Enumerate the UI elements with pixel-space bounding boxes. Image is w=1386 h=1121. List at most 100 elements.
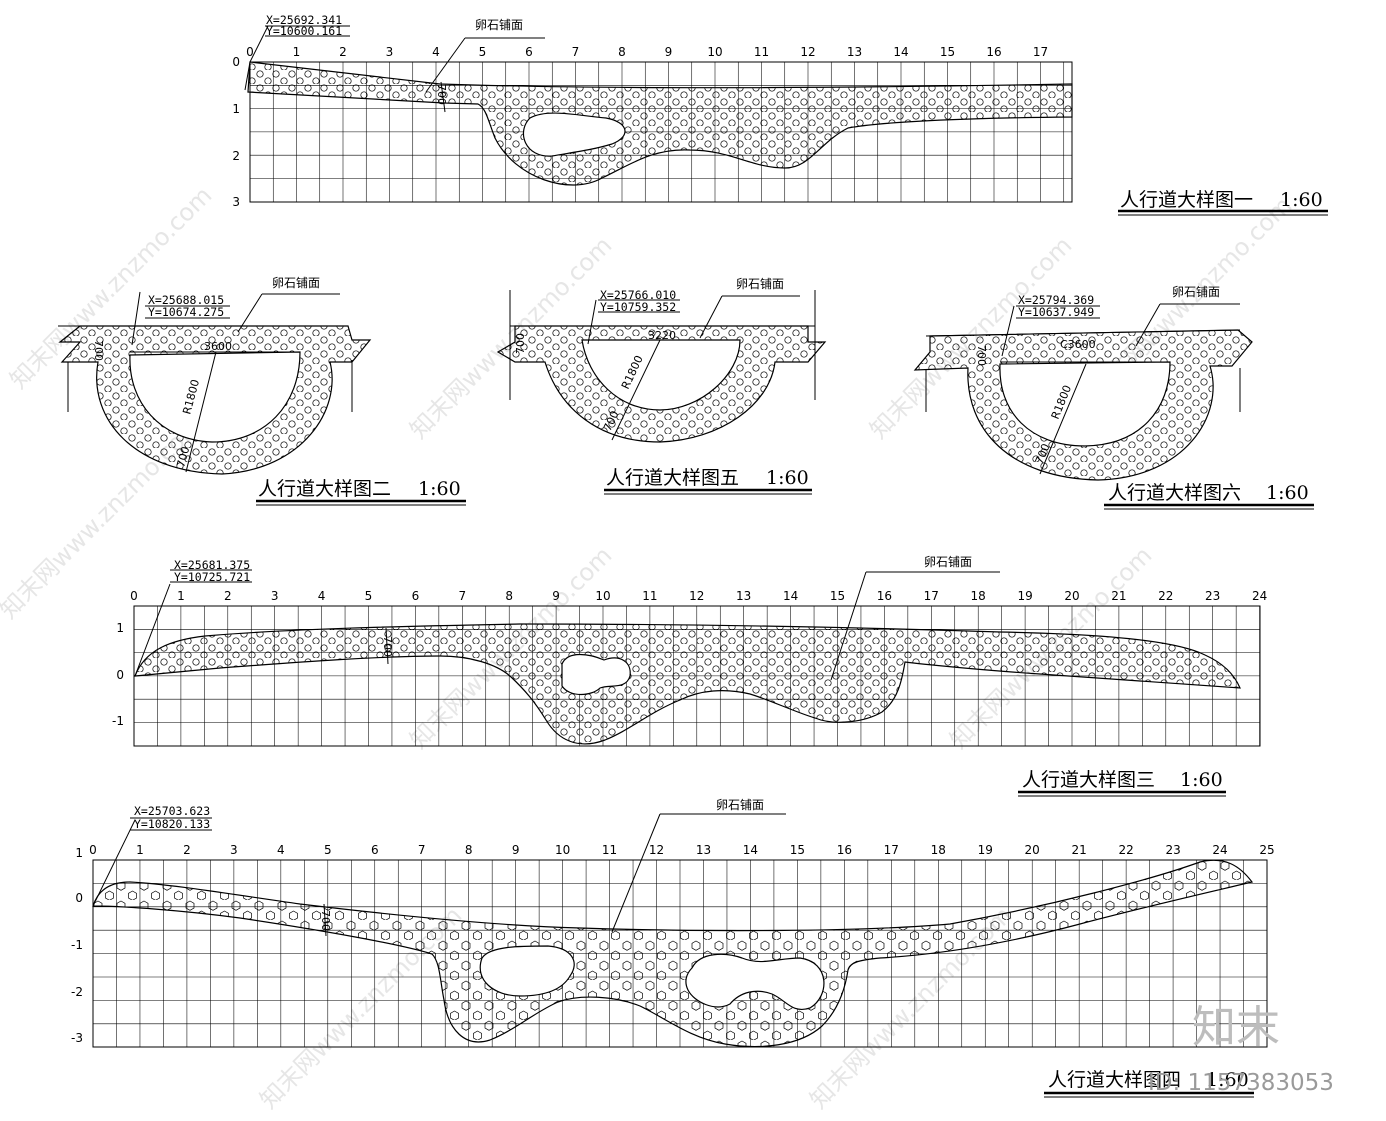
x-tick-label: 8 [465,843,473,857]
dim-top-thick: 700 [514,333,527,354]
y-tick-label: 1 [232,102,240,116]
material-label: 卵石铺面 [716,798,764,812]
dim-thickness: 700 [435,84,448,105]
drawing-scale: 1:60 [1266,482,1309,504]
inner-void-5 [581,339,741,411]
material-leader [1135,303,1161,347]
y-tick-label: -1 [71,938,83,952]
x-tick-label: 15 [940,45,955,59]
x-tick-label: 19 [978,843,993,857]
x-tick-label: 24 [1212,843,1227,857]
x-tick-label: 5 [479,45,487,59]
x-tick-label: 4 [432,45,440,59]
radius-dim [1039,363,1087,475]
y-tick-label: 0 [75,891,83,905]
inner-void-4b [685,953,825,1010]
x-tick-label: 0 [89,843,97,857]
x-tick-label: 19 [1017,589,1032,603]
x-tick-label: 4 [318,589,326,603]
brand-logo: 知末 [1192,1002,1280,1053]
drawing-scale: 1:60 [1180,769,1223,791]
dim-width: 3600 [204,340,232,353]
y-tick-label: 1 [116,621,124,635]
inner-void-2 [129,351,301,443]
x-tick-label: 5 [365,589,373,603]
material-label: 卵石铺面 [475,18,523,32]
x-tick-label: 13 [847,45,862,59]
coord-leader [134,583,171,677]
dim-line [323,903,327,937]
x-tick-label: 17 [884,843,899,857]
x-tick-label: 10 [595,589,610,603]
paving-shape-3 [134,623,1241,745]
x-tick-label: 4 [277,843,285,857]
x-tick-label: 3 [271,589,279,603]
y-tick-label: -3 [71,1031,83,1045]
material-label: 卵石铺面 [736,277,784,291]
coord-x: X=25703.623 [134,804,210,818]
drawing-scale: 1:60 [1280,189,1323,211]
x-tick-label: 10 [555,843,570,857]
x-tick-label: 22 [1158,589,1173,603]
x-tick-label: 7 [418,843,426,857]
drawing-title: 人行道大样图一 [1120,189,1253,211]
x-tick-label: 16 [877,589,892,603]
x-tick-label: 13 [696,843,711,857]
coord-y: Y=10637.949 [1018,305,1094,319]
coord-x: X=25688.015 [148,293,224,307]
x-tick-label: 9 [512,843,520,857]
x-tick-label: 17 [924,589,939,603]
x-tick-label: 11 [754,45,769,59]
x-tick-label: 2 [183,843,191,857]
x-tick-label: 7 [572,45,580,59]
paving-shape-4 [92,859,1254,1048]
y-tick-label: 1 [75,846,83,860]
x-tick-label: 3 [386,45,394,59]
y-tick-label: 2 [232,149,240,163]
x-tick-label: 1 [177,589,185,603]
material-label: 卵石铺面 [272,276,320,290]
x-tick-label: 21 [1111,589,1126,603]
x-tick-label: 2 [339,45,347,59]
x-tick-label: 20 [1025,843,1040,857]
dim-thickness: 700 [319,910,332,931]
x-tick-label: 14 [893,45,908,59]
x-tick-label: 22 [1118,843,1133,857]
x-tick-label: 6 [412,589,420,603]
coord-leader [131,291,141,346]
y-tick-label: -2 [71,985,83,999]
x-tick-label: 17 [1033,45,1048,59]
drawing-title: 人行道大样图四 [1048,1069,1181,1091]
material-label: 卵石铺面 [1172,285,1220,299]
x-tick-label: 12 [649,843,664,857]
x-tick-label: 5 [324,843,332,857]
coord-leader [92,819,136,907]
coord-y: Y=10674.275 [148,305,224,319]
drawing-title: 人行道大样图三 [1022,769,1155,791]
x-tick-label: 18 [971,589,986,603]
material-leader [699,295,723,339]
dim-thickness: 700 [381,636,394,657]
x-tick-label: 18 [931,843,946,857]
x-tick-label: 0 [130,589,138,603]
x-tick-label: 11 [642,589,657,603]
x-tick-label: 10 [707,45,722,59]
drawing-title: 人行道大样图六 [1108,482,1241,504]
inner-void-3 [561,653,631,696]
y-ticks-3: 10-1 [112,621,124,728]
drawing-title: 人行道大样图二 [258,478,391,500]
drawing-2: 3600 R1800 700 700 X=25688.015 Y=10674.2… [58,276,466,506]
x-tick-label: 0 [246,45,254,59]
drawing-scale: 1:60 [766,467,809,489]
paving-shape-1 [247,61,1073,186]
coord-x: X=25692.341 [266,13,342,27]
y-tick-label: 3 [232,195,240,209]
x-tick-label: 6 [525,45,533,59]
origin-leader [244,61,251,91]
x-tick-label: 7 [458,589,466,603]
dim-width: C3600 [1060,338,1096,351]
drawing-6: C3600 R1800 700 700 X=25794.369 Y=10637.… [913,285,1314,510]
